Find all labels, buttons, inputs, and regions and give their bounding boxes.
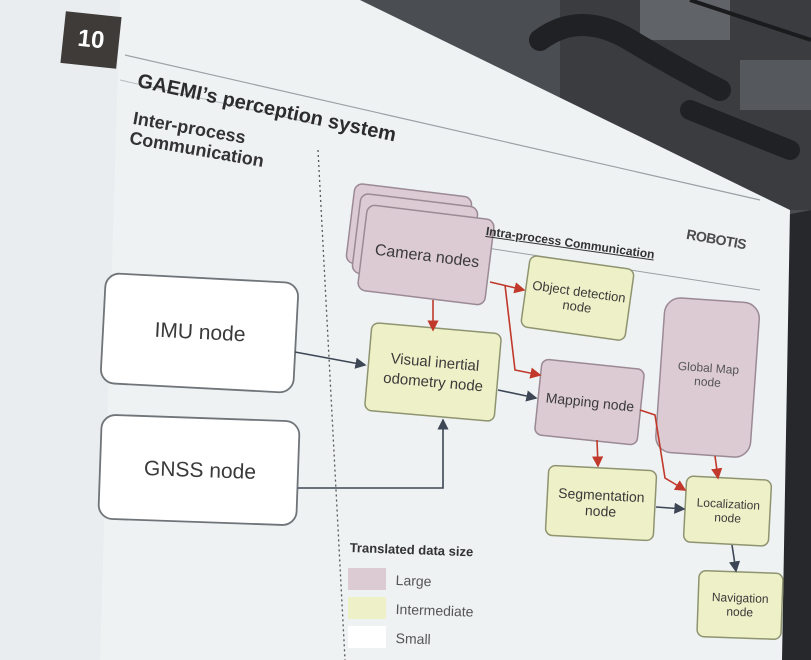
global-map-node: Global Map node [677, 358, 740, 390]
arrows [294, 281, 741, 573]
legend-label-large: Large [395, 572, 432, 590]
ceiling-rail [689, 0, 811, 42]
mapping-node: Mapping node [545, 389, 635, 415]
ceiling-fixture [740, 60, 811, 110]
localization-node: Localization node [696, 495, 761, 526]
camera-nodes: Camera nodes [373, 241, 481, 272]
gnss-node: GNSS node [143, 456, 257, 484]
mapping-box [534, 358, 645, 446]
separator-line [317, 149, 346, 660]
legend-swatch-small [348, 626, 386, 648]
gnss-box [97, 414, 301, 526]
legend-swatch-intermediate [348, 597, 386, 619]
imu-node: IMU node [153, 318, 247, 346]
legend-label-intermediate: Intermediate [395, 601, 474, 620]
ceiling-duct [529, 14, 731, 101]
legend-label-small: Small [395, 630, 431, 648]
ceiling-duct-2 [680, 100, 800, 160]
imu-box [100, 272, 299, 394]
segmentation-box [544, 464, 658, 542]
intra-process-label: Intra-process Communication [485, 224, 656, 262]
global-map-box [655, 297, 760, 458]
object-detection-node: Object detection node [531, 277, 627, 316]
camera-nodes-stack [345, 183, 495, 306]
vio-node: Visual inertial odometry node [382, 350, 484, 396]
legend-title: Translated data size [349, 540, 474, 560]
navigation-node: Navigation node [711, 590, 769, 620]
legend-swatch-large [348, 568, 386, 590]
navigation-box [696, 570, 784, 640]
segmentation-node: Segmentation node [557, 484, 645, 520]
header-rule [124, 54, 761, 201]
slide-number: 10 [60, 11, 122, 69]
robotis-logo: ROBOTIS [685, 226, 748, 253]
